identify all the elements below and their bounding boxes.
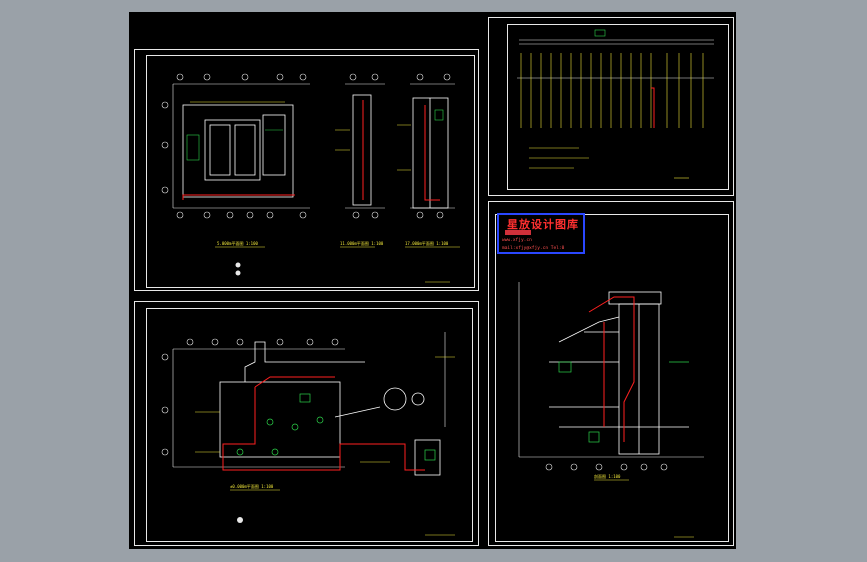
plan-upper-caption: 5.000m平面图 1:100: [217, 240, 258, 246]
sheet-wiring-diagram[interactable]: [488, 17, 734, 196]
watermark-url: www.xfjy.cn: [502, 238, 532, 243]
watermark-stamp: 星放设计图库 www.xfjy.cn mail:xfjy@xfjy.cn Tel…: [497, 213, 585, 254]
plan-lower-drawing: ±0.000m平面图 1:100: [161, 332, 455, 536]
sheet-elevation[interactable]: 星放设计图库 www.xfjy.cn mail:xfjy@xfjy.cn Tel…: [488, 201, 734, 546]
watermark-badge: [505, 230, 531, 235]
plan-upper-drawing: 5.000m平面图 1:100 11.000m平面图 1:100 17.000m…: [161, 73, 460, 283]
plan-lower-caption: ±0.000m平面图 1:100: [230, 483, 274, 489]
watermark-title: 星放设计图库: [507, 218, 579, 231]
cad-drawing-viewport[interactable]: 5.000m平面图 1:100 11.000m平面图 1:100 17.000m…: [129, 12, 736, 549]
wiring-diagram-drawing: [517, 29, 714, 179]
svg-text:11.000m平面图 1:100: 11.000m平面图 1:100: [340, 240, 384, 246]
svg-text:17.000m平面图 1:100: 17.000m平面图 1:100: [405, 240, 449, 246]
sheet-plan-upper[interactable]: 5.000m平面图 1:100 11.000m平面图 1:100 17.000m…: [134, 49, 479, 291]
elevation-caption: 剖面图 1:100: [594, 473, 621, 479]
watermark-contact: mail:xfjy@xfjy.cn Tel:0: [502, 246, 565, 251]
sheet-plan-lower[interactable]: ±0.000m平面图 1:100: [134, 301, 479, 546]
elevation-drawing: 剖面图 1:100: [518, 282, 704, 538]
